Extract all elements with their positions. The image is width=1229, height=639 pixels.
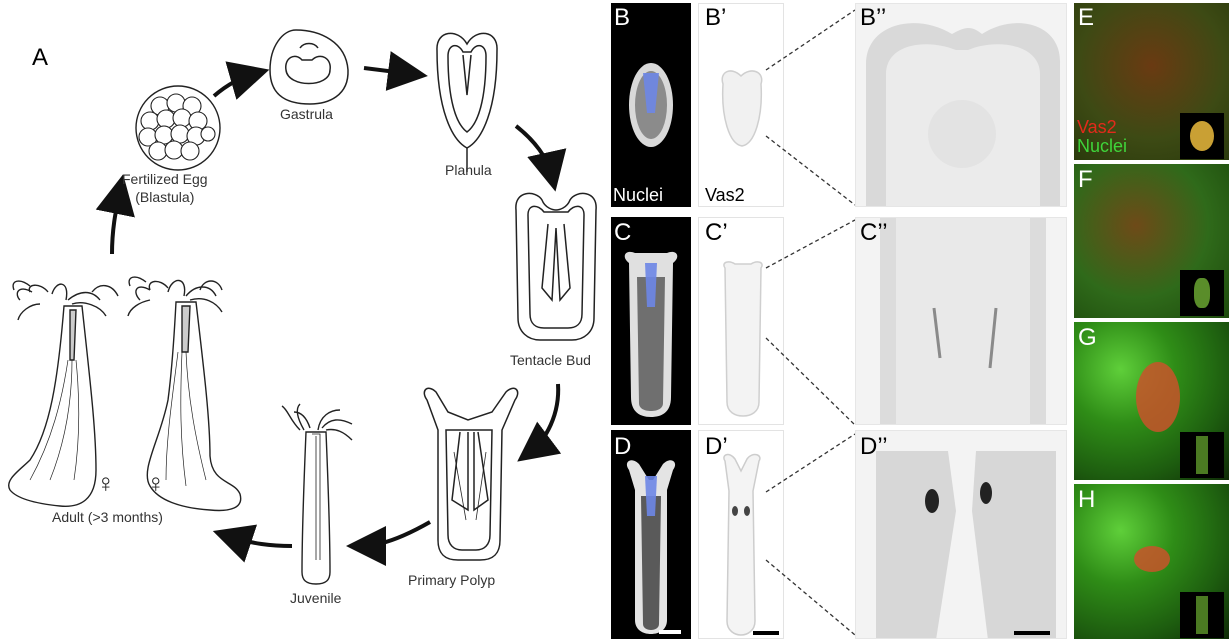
panel-f-letter: F bbox=[1078, 166, 1093, 194]
stain-label-nuclei: Nuclei bbox=[613, 185, 663, 206]
panel-d2-image bbox=[855, 430, 1067, 639]
label-planula: Planula bbox=[445, 162, 492, 178]
panel-b2-letter: B’’ bbox=[860, 4, 886, 32]
label-juvenile: Juvenile bbox=[290, 590, 341, 606]
arrow-gastrula-to-planula bbox=[364, 68, 412, 74]
scale-bar-zoom bbox=[1014, 631, 1050, 635]
arrow-tentacle-bud-to-polyp bbox=[530, 384, 558, 452]
panel-f-image bbox=[1074, 164, 1229, 318]
panel-b1-letter: B’ bbox=[705, 4, 726, 32]
d2-vas2-zoom bbox=[856, 431, 1067, 639]
panel-d-image bbox=[611, 430, 691, 639]
f-inset-thumbnail bbox=[1180, 270, 1224, 316]
label-fertilized-egg: Fertilized Egg (Blastula) bbox=[122, 170, 208, 206]
legend-nuclei: Nuclei bbox=[1077, 137, 1127, 156]
gastrula-drawing bbox=[270, 30, 348, 104]
e-inset-thumbnail bbox=[1180, 113, 1224, 159]
adult-drawing-right bbox=[128, 277, 241, 510]
label-adult: Adult (>3 months) bbox=[52, 509, 163, 525]
juvenile-drawing bbox=[282, 404, 352, 584]
panel-c1-letter: C’ bbox=[705, 219, 728, 247]
c2-vas2-zoom bbox=[856, 218, 1067, 425]
panel-b2-image bbox=[855, 3, 1067, 207]
arrow-planula-to-tentacle-bud bbox=[516, 126, 552, 176]
panel-d1-letter: D’ bbox=[705, 433, 728, 461]
planula-drawing bbox=[437, 33, 497, 172]
panel-c-letter: C bbox=[614, 219, 631, 247]
panel-h-image bbox=[1074, 484, 1229, 639]
label-tentacle-bud: Tentacle Bud bbox=[510, 352, 591, 368]
panel-d-letter: D bbox=[614, 433, 631, 461]
panel-b-letter: B bbox=[614, 4, 630, 32]
panel-c2-letter: C’’ bbox=[860, 219, 888, 247]
panel-g-letter: G bbox=[1078, 324, 1097, 352]
panel-c2-image bbox=[855, 217, 1067, 425]
life-cycle-diagram bbox=[0, 0, 600, 639]
panel-b-image bbox=[611, 3, 691, 207]
label-primary-polyp: Primary Polyp bbox=[408, 572, 495, 588]
tentacle-bud-drawing bbox=[516, 193, 596, 340]
female-symbol-left: ♀ bbox=[96, 468, 116, 499]
arrow-adult-to-egg bbox=[112, 190, 120, 254]
arrow-egg-to-gastrula bbox=[214, 74, 254, 96]
panel-h-letter: H bbox=[1078, 486, 1095, 514]
arrow-polyp-to-juvenile bbox=[362, 522, 430, 546]
primary-polyp-drawing bbox=[424, 388, 517, 560]
c-nuclei-specimen bbox=[611, 217, 691, 425]
panel-g-image bbox=[1074, 322, 1229, 480]
arrow-juvenile-to-adult bbox=[228, 536, 292, 546]
scale-bar-nuclei bbox=[659, 630, 681, 634]
fertilized-egg-drawing bbox=[136, 86, 220, 170]
b-nuclei-specimen bbox=[611, 3, 691, 207]
d-nuclei-specimen bbox=[611, 430, 691, 639]
h-inset-thumbnail bbox=[1180, 592, 1224, 638]
b2-vas2-zoom bbox=[856, 4, 1067, 207]
panel-c-image bbox=[611, 217, 691, 425]
stain-label-vas2: Vas2 bbox=[705, 185, 745, 206]
panel-d2-letter: D’’ bbox=[860, 433, 888, 461]
female-symbol-right: ♀ bbox=[146, 468, 166, 499]
label-gastrula: Gastrula bbox=[280, 106, 333, 122]
zoom-connectors bbox=[760, 0, 860, 639]
panel-e-letter: E bbox=[1078, 4, 1094, 32]
legend-vas2: Vas2 bbox=[1077, 118, 1117, 137]
g-inset-thumbnail bbox=[1180, 432, 1224, 478]
